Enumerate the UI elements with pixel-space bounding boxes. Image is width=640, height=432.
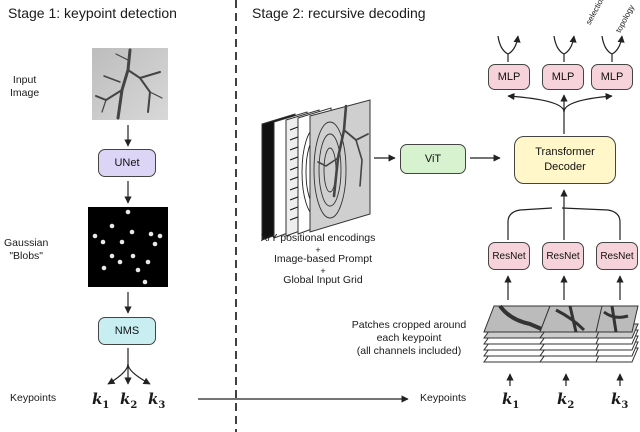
stage1-keypoint-1: k1	[92, 390, 110, 411]
unet-box: UNet	[98, 149, 156, 177]
input-layer-stack	[261, 99, 371, 241]
gaussian-blobs-label: Gaussian "Blobs"	[4, 237, 49, 262]
positional-encodings-text: X/Y positional encodings	[260, 232, 376, 244]
mlp-box-3: MLP	[591, 64, 633, 90]
stage1-keypoint-3: k3	[148, 390, 166, 411]
input-image-label: Input Image	[10, 74, 40, 99]
vit-box: ViT	[400, 144, 466, 174]
patch-stack-2	[539, 305, 607, 363]
resnet-box-3: ResNet	[596, 242, 638, 270]
resnet-box-2: ResNet	[542, 242, 584, 270]
stage1-keypoint-2: k2	[120, 390, 138, 411]
patch-stack-3	[595, 305, 639, 363]
stage2-keypoints-label: Keypoints	[420, 392, 467, 404]
stage1-keypoints-label: Keypoints	[10, 392, 57, 404]
stage2-keypoint-1: k1	[502, 390, 520, 411]
patch-stack-1	[483, 304, 551, 363]
plus-sign-1: +	[315, 245, 321, 255]
stage2-title: Stage 2: recursive decoding	[252, 5, 426, 21]
transformer-decoder-box: Transformer Decoder	[514, 136, 616, 184]
global-grid-text: Global Input Grid	[283, 274, 363, 286]
stage1-title: Stage 1: keypoint detection	[8, 5, 177, 21]
plus-sign-2: +	[320, 266, 326, 276]
stage2-keypoint-2: k2	[557, 390, 575, 411]
patches-description: Patches cropped around each keypoint (al…	[351, 319, 467, 357]
stage2-keypoint-3: k3	[611, 390, 629, 411]
resnet-box-1: ResNet	[488, 242, 530, 270]
image-prompt-text: Image-based Prompt	[273, 253, 373, 265]
mlp-box-1: MLP	[488, 64, 530, 90]
mlp-box-2: MLP	[542, 64, 584, 90]
gaussian-blobs-image	[88, 207, 168, 287]
input-image	[92, 48, 168, 120]
nms-box: NMS	[98, 317, 156, 345]
